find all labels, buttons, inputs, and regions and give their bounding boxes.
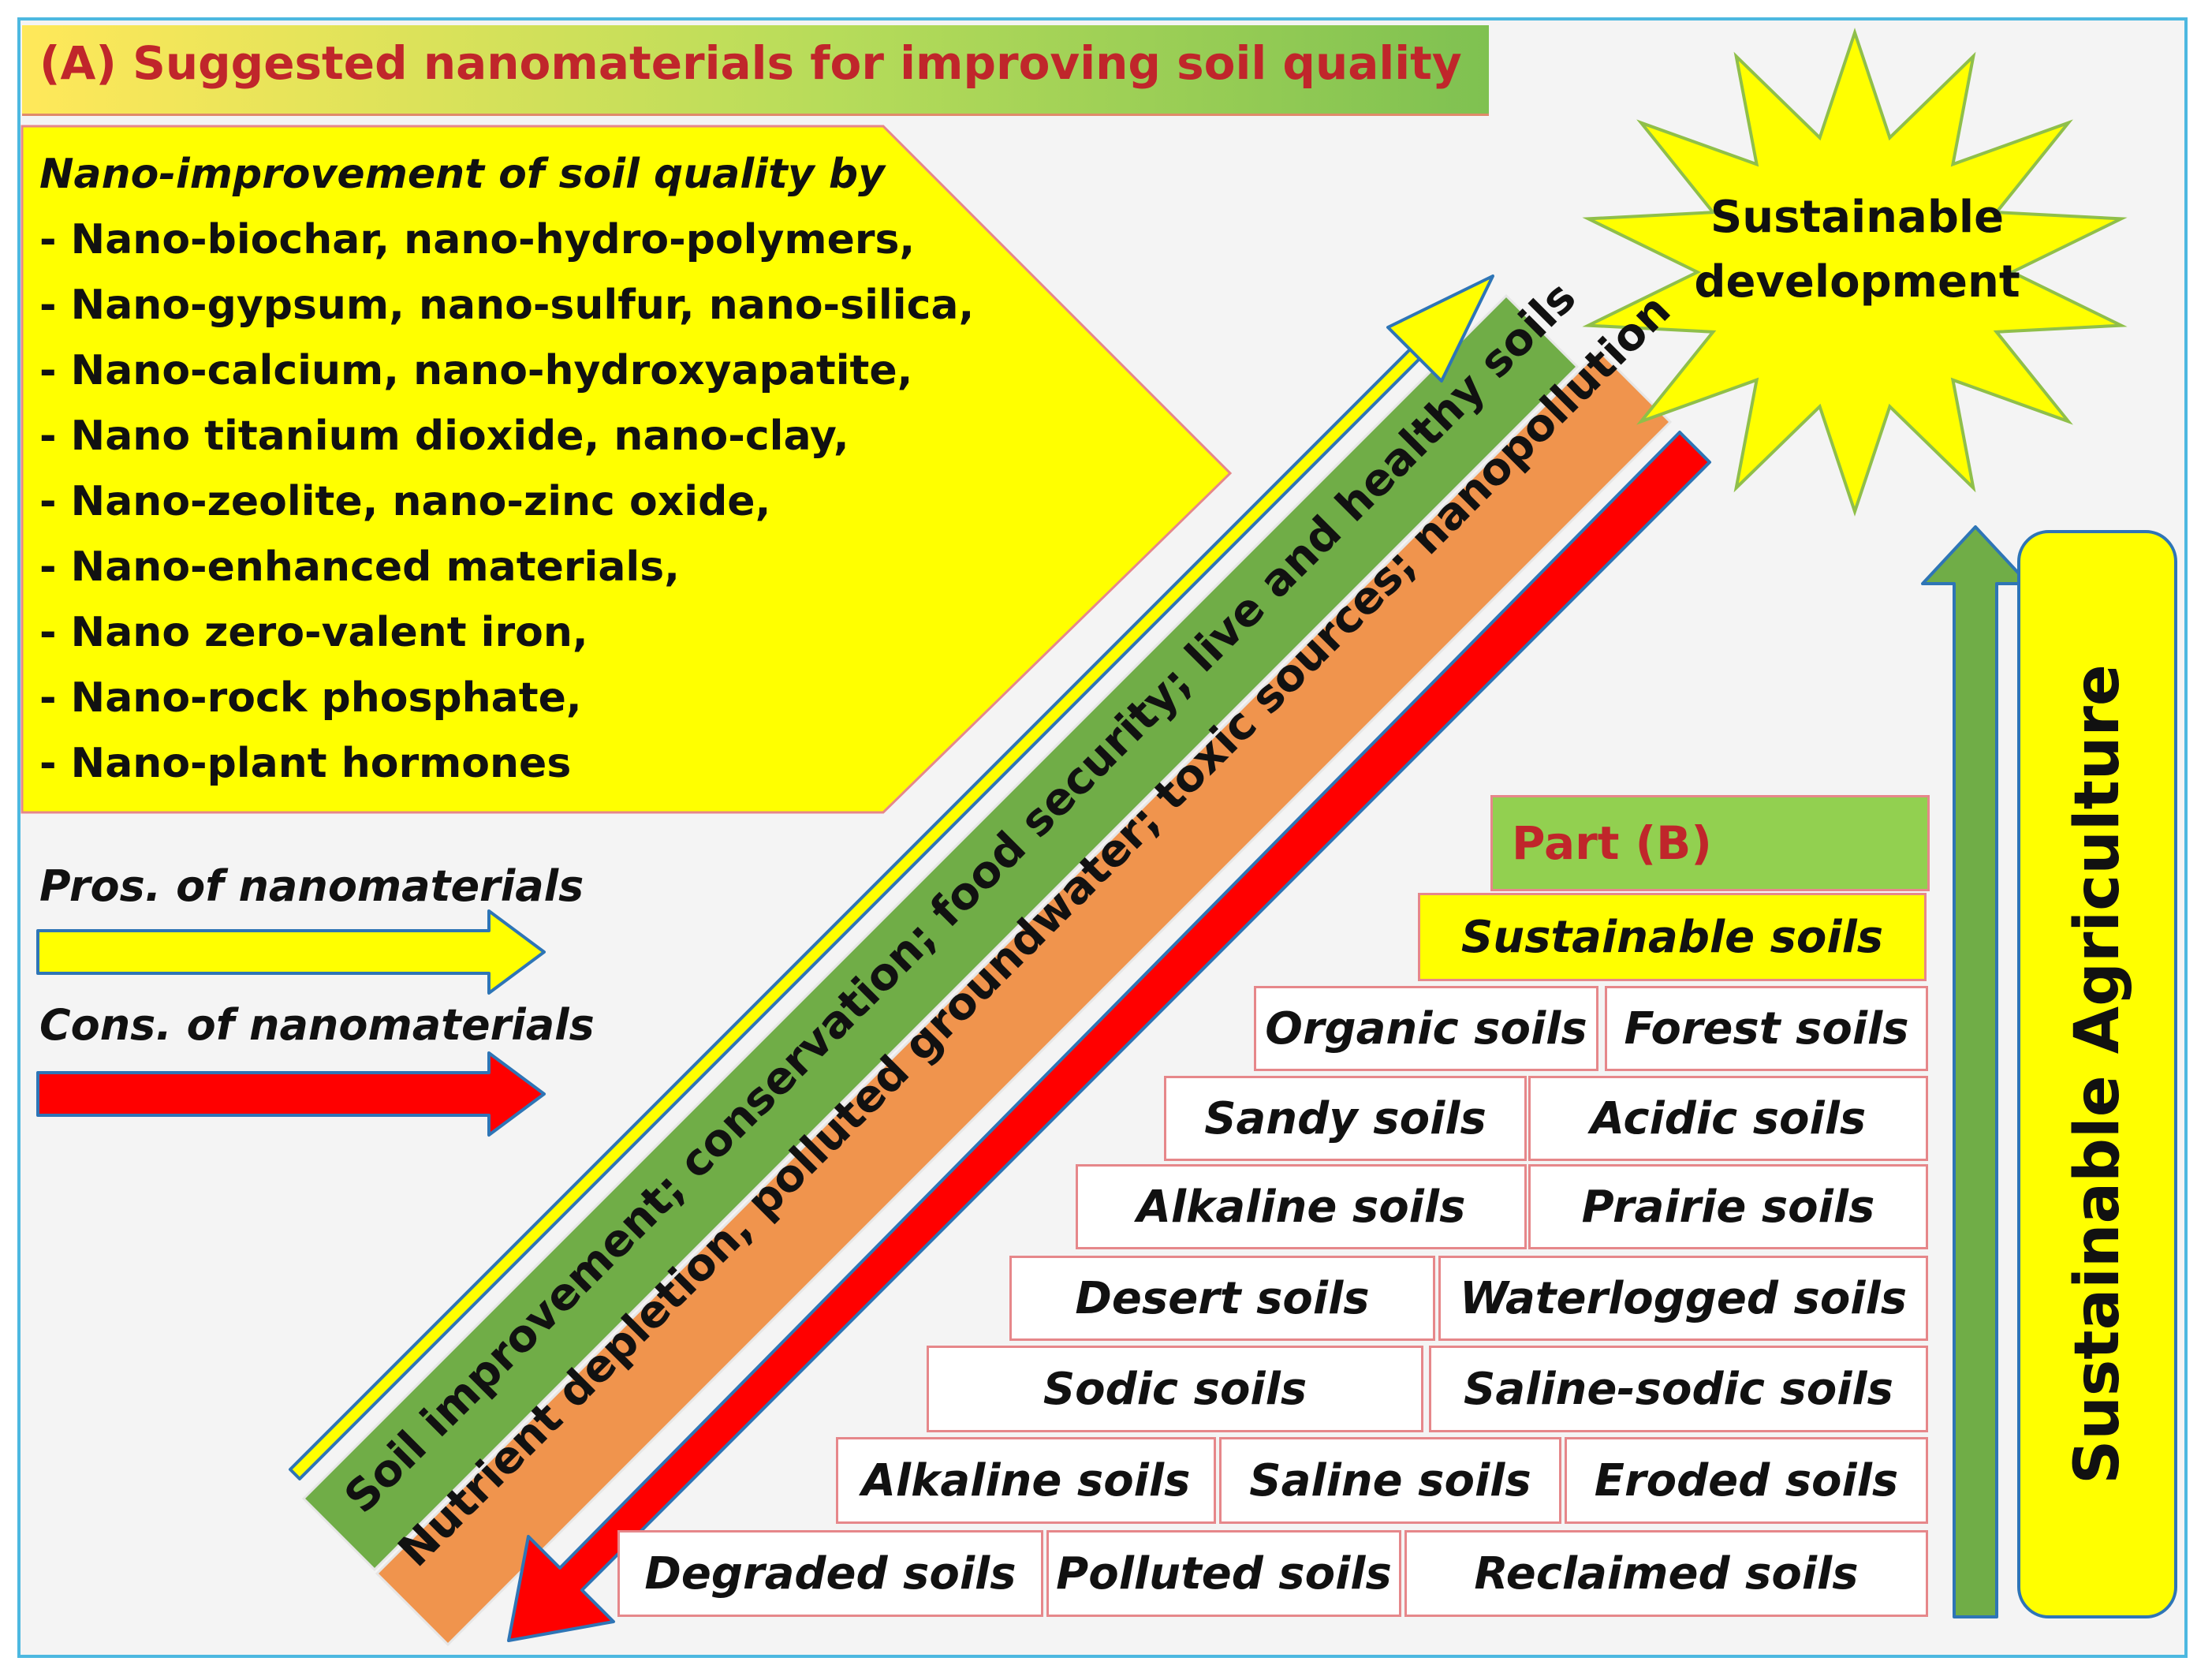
legend-pros-arrow — [36, 909, 546, 995]
soil-box: Saline soils — [1219, 1437, 1561, 1524]
sustainable-development-burst — [1582, 28, 2128, 517]
sustainable-development-line2: development — [1694, 256, 2020, 308]
part-b-title: Part (B) — [1512, 816, 1712, 870]
section-a-header: (A) Suggested nanomaterials for improvin… — [22, 25, 1489, 116]
soil-box: Organic soils — [1254, 986, 1598, 1071]
nano-list-item: - Nano zero-valent iron, — [39, 609, 588, 656]
cons-arrow — [507, 431, 1711, 1642]
legend-pros-label: Pros. of nanomaterials — [39, 861, 584, 911]
legend-cons-arrow — [36, 1051, 546, 1137]
sustainable-development-label: Sustainable development — [1680, 185, 2035, 315]
soil-box: Sandy soils — [1164, 1076, 1527, 1161]
soil-box: Degraded soils — [617, 1530, 1043, 1617]
sustainable-agriculture-label: Sustainable Agriculture — [2062, 664, 2133, 1484]
nano-list-item: - Nano-rock phosphate, — [39, 674, 582, 722]
section-a-title: (A) Suggested nanomaterials for improvin… — [39, 36, 1462, 90]
soil-box: Alkaline soils — [836, 1437, 1216, 1524]
soil-box: Alkaline soils — [1076, 1164, 1527, 1249]
sustainable-agriculture-box — [2017, 530, 2177, 1618]
nano-list-item: - Nano titanium dioxide, nano-clay, — [39, 413, 849, 460]
pros-band — [301, 293, 1580, 1572]
nano-list-pentagon — [21, 125, 1233, 814]
soil-box: Polluted soils — [1046, 1530, 1401, 1617]
soil-box: Prairie soils — [1528, 1164, 1928, 1249]
nano-list-item: - Nano-biochar, nano-hydro-polymers, — [39, 216, 916, 263]
nano-list-item: - Nano-plant hormones — [39, 740, 572, 787]
soil-box: Desert soils — [1009, 1256, 1435, 1341]
soil-box: Forest soils — [1605, 986, 1928, 1071]
nano-list-heading: Nano-improvement of soil quality by — [39, 151, 885, 198]
nano-list: Nano-improvement of soil quality by - Na… — [39, 142, 974, 797]
soil-box: Saline-sodic soils — [1429, 1346, 1928, 1432]
soil-box: Waterlogged soils — [1438, 1256, 1928, 1341]
sustainable-soils-box: Sustainable soils — [1418, 893, 1927, 981]
sustainable-development-line1: Sustainable — [1710, 192, 2005, 243]
legend-cons-label: Cons. of nanomaterials — [39, 1000, 595, 1050]
nano-list-item: - Nano-calcium, nano-hydroxyapatite, — [39, 347, 913, 394]
soil-box: Eroded soils — [1565, 1437, 1928, 1524]
part-b-header: Part (B) — [1490, 795, 1930, 891]
soil-box: Reclaimed soils — [1404, 1530, 1928, 1617]
soil-box: Sodic soils — [927, 1346, 1423, 1432]
soil-box: Acidic soils — [1528, 1076, 1928, 1161]
nano-list-item: - Nano-zeolite, nano-zinc oxide, — [39, 478, 771, 525]
cons-band — [375, 349, 1673, 1647]
pros-arrow — [289, 274, 1494, 1480]
nano-list-item: - Nano-enhanced materials, — [39, 543, 680, 591]
nano-list-item: - Nano-gypsum, nano-sulfur, nano-silica, — [39, 282, 975, 329]
sustainability-up-arrow — [1921, 525, 2030, 1618]
